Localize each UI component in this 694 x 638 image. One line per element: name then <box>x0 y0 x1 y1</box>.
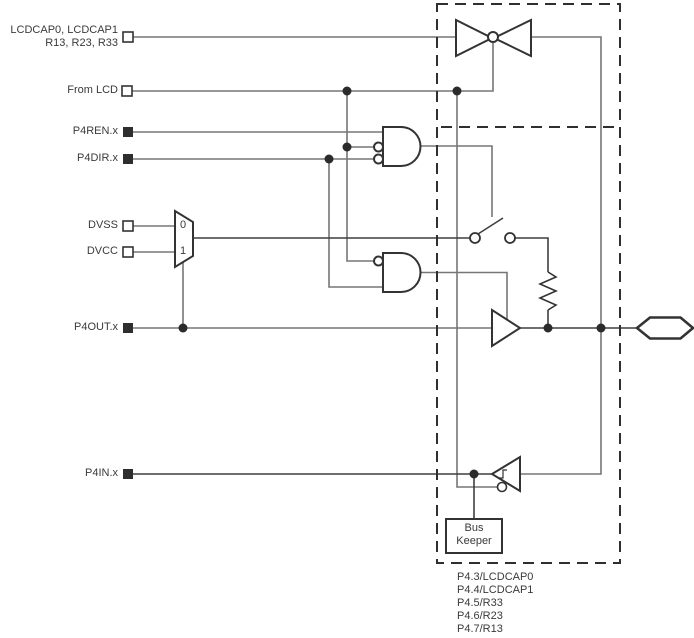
dvss-label: DVSS <box>88 219 118 231</box>
bus-keeper-label: Bus Keeper <box>446 522 502 548</box>
and-gate-output-enable-icon <box>373 252 422 293</box>
pin-function-item: P4.4/LCDCAP1 <box>457 584 534 596</box>
terminal-dvss <box>122 220 134 232</box>
module-boundary <box>436 3 621 564</box>
switch-lever <box>477 217 504 235</box>
p4dir-label: P4DIR.x <box>77 152 118 164</box>
wire-p4dir-branch-gate2 <box>328 159 383 288</box>
wire-from-lcd-branch-gate1 <box>346 91 374 148</box>
output-buffer-icon <box>491 308 522 348</box>
terminal-lcdcap <box>122 31 134 43</box>
wire-pad-vertical <box>520 36 602 475</box>
wire-from-lcd-branch-schmitt-enable <box>456 91 497 488</box>
wire-gate1-to-switch <box>421 145 493 217</box>
p4out-label: P4OUT.x <box>73 321 118 333</box>
mux-icon <box>174 209 194 269</box>
hysteresis-glyph <box>499 469 507 479</box>
dvcc-label: DVCC <box>86 245 118 257</box>
bus-keeper-box <box>445 518 503 554</box>
terminal-p4dir <box>123 154 133 164</box>
terminal-p4in <box>123 469 133 479</box>
schmitt-trigger-icon <box>490 455 521 493</box>
lcdcap-label: LCDCAP0, LCDCAP1 R13, R23, R33 <box>0 24 118 50</box>
and-gate-pull-enable-icon <box>373 126 422 167</box>
mux-input-0-label: 0 <box>179 219 187 231</box>
pull-switch-icon <box>469 232 516 244</box>
lcdcap-label-line1: LCDCAP0, LCDCAP1 <box>10 24 118 36</box>
wire-from-lcd <box>132 42 494 92</box>
wire-switch-to-resistor <box>515 237 549 272</box>
transmission-gate-icon <box>455 18 532 58</box>
dark-wires <box>133 217 637 519</box>
terminal-p4out <box>123 323 133 333</box>
wire-gate2-to-buffer-enable <box>421 271 508 319</box>
bus-keeper-label-line2: Keeper <box>456 535 492 547</box>
terminal-p4ren <box>123 127 133 137</box>
pin-function-item: P4.5/R33 <box>457 597 503 609</box>
p4in-label: P4IN.x <box>84 467 118 479</box>
pad-hexagon-icon <box>634 316 694 340</box>
pin-function-list: P4.3/LCDCAP0 P4.4/LCDCAP1 P4.5/R33 P4.6/… <box>457 571 533 636</box>
p4ren-label: P4REN.x <box>72 125 118 137</box>
terminals <box>121 31 134 479</box>
signal-wires <box>132 36 602 488</box>
pull-resistor-icon <box>538 271 558 311</box>
pin-function-item: P4.6/R23 <box>457 610 503 622</box>
junction-dots <box>178 86 606 479</box>
pin-function-item: P4.3/LCDCAP0 <box>457 571 534 583</box>
terminal-from-lcd <box>121 85 133 97</box>
lcdcap-label-line2: R13, R23, R33 <box>45 37 118 49</box>
wire-from-lcd-branch-gate2 <box>346 147 374 262</box>
from-lcd-label: From LCD <box>67 84 118 96</box>
outer-dashed-boundary <box>436 3 621 564</box>
components <box>174 18 694 554</box>
pin-function-item: P4.7/R13 <box>457 623 503 635</box>
mux-input-1-label: 1 <box>179 245 187 257</box>
terminal-dvcc <box>122 246 134 258</box>
bus-keeper-label-line1: Bus <box>464 522 484 534</box>
